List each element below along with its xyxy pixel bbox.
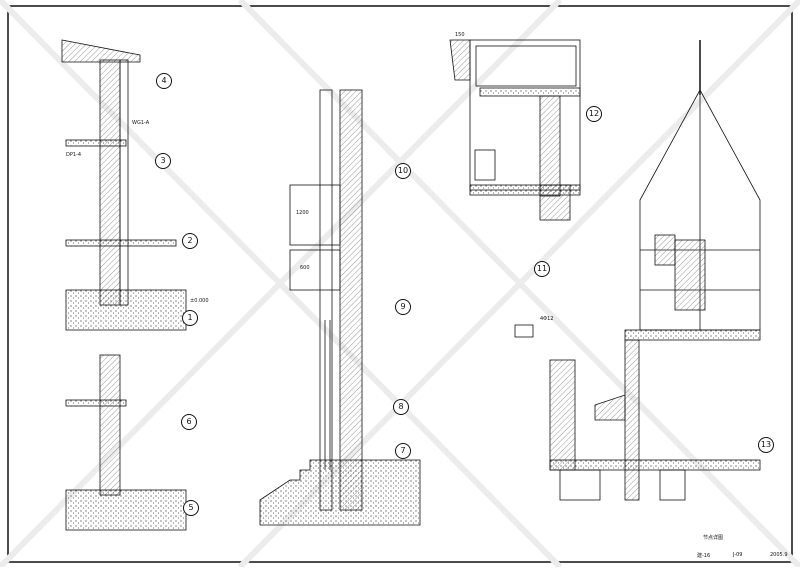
footer-title: 节点详图	[703, 535, 724, 541]
label-dim600: 600	[300, 265, 310, 271]
detail-marker: 4	[156, 73, 172, 89]
label-dim1200: 1200	[296, 210, 309, 216]
wall-middle	[339, 89, 363, 511]
beam-section	[514, 324, 534, 338]
detail-marker: 2	[182, 233, 198, 249]
detail-marker: 8	[393, 399, 409, 415]
detail-marker: 13	[758, 437, 774, 453]
steps-foundation	[259, 459, 421, 526]
roof-eave	[61, 39, 141, 63]
footer-drawing-no: 建-16	[697, 553, 711, 559]
foundation-5	[65, 489, 187, 531]
footer-page: J-09	[733, 552, 743, 558]
wall-left-upper	[99, 59, 121, 306]
detail-marker: 10	[395, 163, 411, 179]
sheet-border	[7, 5, 793, 563]
detail-marker: 6	[181, 414, 197, 430]
foundation-1	[65, 289, 187, 331]
detail-marker: 3	[155, 153, 171, 169]
detail-marker: 1	[182, 310, 198, 326]
detail-marker: 12	[586, 106, 602, 122]
detail-marker: 5	[183, 500, 199, 516]
detail-marker: 7	[395, 443, 411, 459]
label-rebar: 4Φ12	[540, 316, 554, 322]
detail-marker: 11	[534, 261, 550, 277]
label-wg1: WG1-A	[132, 120, 150, 126]
label-dp1: DP1-4	[66, 152, 82, 158]
detail-marker: 9	[395, 299, 411, 315]
label-elev: ±0.000	[190, 298, 209, 304]
footer-date: 2005.9	[770, 552, 788, 558]
label-dim150: 150	[455, 32, 465, 38]
wall-left-lower	[99, 354, 121, 496]
